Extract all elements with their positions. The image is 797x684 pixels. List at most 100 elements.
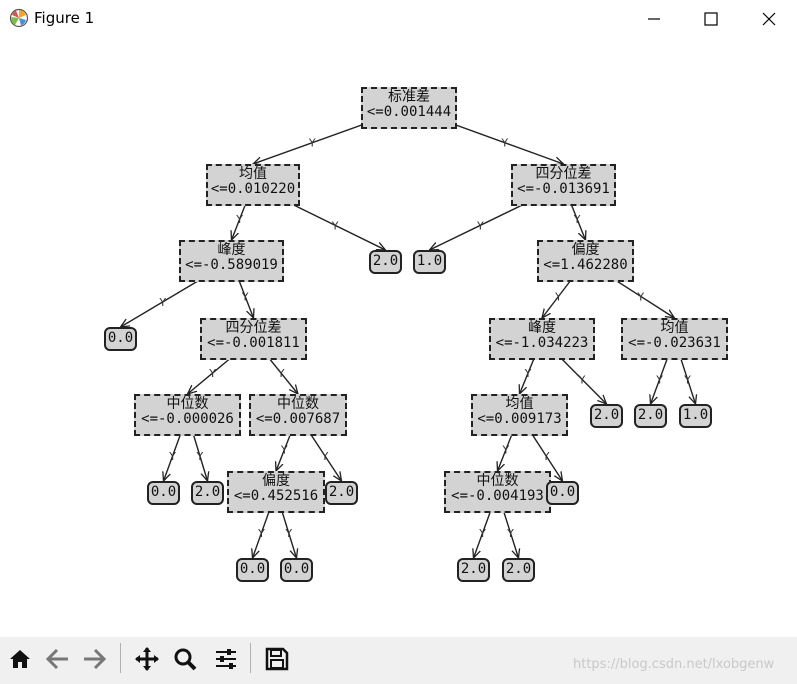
tree-leaf: 0.0 bbox=[280, 558, 313, 582]
node-feature: 标准差 bbox=[388, 89, 430, 105]
node-threshold: <=-0.001811 bbox=[207, 335, 300, 351]
edge-label: Y bbox=[196, 450, 204, 463]
tree-node: 中位数 <=-0.004193 bbox=[444, 471, 551, 513]
tree-leaf: 2.0 bbox=[634, 404, 667, 428]
node-feature: 峰度 bbox=[528, 320, 556, 336]
edge-label: Y bbox=[168, 450, 176, 463]
tree-leaf: 2.0 bbox=[502, 558, 535, 582]
edge-label: Y bbox=[208, 367, 216, 380]
tree-leaf: 0.0 bbox=[147, 481, 180, 505]
edge-label: Y bbox=[506, 527, 514, 540]
edge-label: Y bbox=[257, 527, 265, 540]
tree-leaf: 2.0 bbox=[457, 558, 490, 582]
close-icon bbox=[762, 12, 776, 26]
node-feature: 中位数 bbox=[166, 396, 209, 412]
save-button[interactable] bbox=[261, 641, 293, 677]
tree-leaf: 0.0 bbox=[236, 558, 269, 582]
tree-node: 中位数 <=0.007687 bbox=[249, 394, 347, 436]
tree-node: 峰度 <=-1.034223 bbox=[489, 318, 595, 360]
edge-label: Y bbox=[284, 527, 292, 540]
tree-leaf: 0.0 bbox=[546, 481, 579, 505]
edge-label: Y bbox=[524, 367, 532, 380]
node-threshold: <=0.009173 bbox=[477, 411, 562, 427]
maximize-icon bbox=[704, 12, 718, 26]
pan-icon bbox=[135, 647, 159, 671]
toolbar-separator bbox=[120, 643, 121, 673]
node-feature: 均值 bbox=[505, 396, 534, 412]
edge-label: Y bbox=[655, 373, 663, 386]
tree-node: 偏度 <=1.462280 bbox=[537, 240, 634, 282]
forward-button[interactable] bbox=[78, 641, 110, 677]
edge-label: Y bbox=[241, 290, 249, 303]
node-threshold: <=0.001444 bbox=[366, 104, 452, 120]
edge-label: Y bbox=[636, 290, 644, 303]
tree-node: 均值 <=0.009173 bbox=[471, 394, 568, 436]
tree-leaf: 1.0 bbox=[413, 250, 446, 274]
forward-icon bbox=[84, 648, 107, 670]
watermark-text: https://blog.csdn.net/lxobgenw bbox=[573, 657, 775, 672]
node-threshold: <=0.452516 bbox=[233, 488, 319, 504]
node-feature: 四分位差 bbox=[225, 320, 282, 336]
tree-node: 中位数 <=-0.000026 bbox=[134, 394, 241, 436]
home-button[interactable] bbox=[4, 641, 36, 677]
edge-label: Y bbox=[478, 527, 486, 540]
toolbar-separator bbox=[250, 643, 251, 673]
node-threshold: <=1.462280 bbox=[543, 257, 628, 273]
edge-label: Y bbox=[235, 213, 243, 226]
edge-label: Y bbox=[573, 213, 581, 226]
tree-node-root: 标准差 <=0.001444 bbox=[361, 87, 457, 129]
close-button[interactable] bbox=[741, 0, 797, 37]
tree-leaf: 2.0 bbox=[369, 250, 402, 274]
edge-label: Y bbox=[321, 450, 329, 463]
edge-label: Y bbox=[554, 290, 562, 303]
navigation-toolbar bbox=[0, 637, 797, 684]
node-threshold: <=0.007687 bbox=[255, 411, 341, 427]
tree-leaf: 2.0 bbox=[590, 404, 623, 428]
maximize-button[interactable] bbox=[683, 0, 739, 37]
tree-node: 四分位差 <=-0.001811 bbox=[200, 318, 307, 360]
edge-label: Y bbox=[308, 137, 316, 150]
matplotlib-logo-icon bbox=[9, 8, 29, 28]
pan-button[interactable] bbox=[131, 641, 163, 677]
node-feature: 偏度 bbox=[262, 473, 290, 489]
node-feature: 均值 bbox=[239, 166, 267, 182]
tree-leaf: 2.0 bbox=[325, 481, 358, 505]
node-threshold: <=-0.004193 bbox=[451, 488, 544, 504]
node-threshold: <=-0.013691 bbox=[517, 181, 610, 197]
edge-label: Y bbox=[578, 373, 586, 386]
save-icon bbox=[265, 647, 289, 671]
zoom-icon bbox=[174, 648, 197, 671]
tree-node: 均值 <=-0.023631 bbox=[621, 318, 728, 360]
back-button[interactable] bbox=[42, 641, 74, 677]
edge-label: Y bbox=[331, 219, 339, 232]
edge-label: Y bbox=[158, 296, 166, 309]
edge-label: Y bbox=[500, 137, 508, 150]
tree-node: 偏度 <=0.452516 bbox=[227, 471, 325, 513]
minimize-button[interactable] bbox=[626, 0, 682, 37]
window-titlebar: Figure 1 bbox=[0, 0, 797, 37]
window-title: Figure 1 bbox=[34, 9, 95, 27]
node-threshold: <=-0.589019 bbox=[185, 257, 278, 273]
back-icon bbox=[45, 648, 68, 670]
node-feature: 中位数 bbox=[277, 396, 319, 412]
tree-leaf: 2.0 bbox=[191, 481, 224, 505]
edge-label: Y bbox=[501, 444, 509, 457]
node-feature: 偏度 bbox=[571, 242, 600, 258]
tree-node: 四分位差 <=-0.013691 bbox=[511, 164, 616, 206]
zoom-button[interactable] bbox=[169, 641, 201, 677]
home-icon bbox=[10, 650, 30, 668]
node-feature: 四分位差 bbox=[535, 166, 592, 182]
configure-icon bbox=[216, 649, 236, 669]
node-threshold: <=-0.023631 bbox=[628, 335, 721, 351]
edge-label: Y bbox=[277, 367, 285, 380]
tree-leaf: 0.0 bbox=[104, 327, 137, 351]
tree-leaf: 1.0 bbox=[679, 404, 712, 428]
edge-label: Y bbox=[280, 444, 288, 457]
tree-node: 均值 <=0.010220 bbox=[206, 164, 300, 206]
node-threshold: <=-0.000026 bbox=[141, 411, 234, 427]
node-feature: 中位数 bbox=[476, 473, 519, 489]
configure-subplots-button[interactable] bbox=[210, 641, 242, 677]
node-feature: 峰度 bbox=[217, 242, 246, 258]
node-threshold: <=0.010220 bbox=[210, 181, 296, 197]
